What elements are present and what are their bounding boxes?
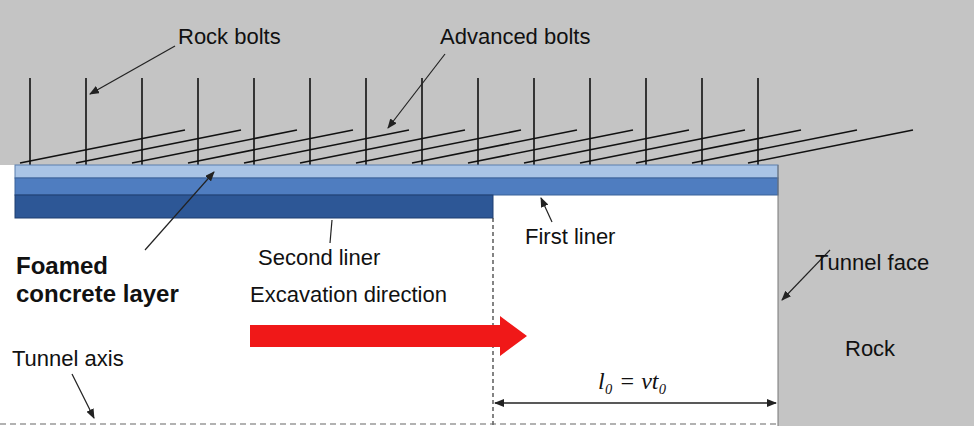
part-label: Second liner [258,245,380,270]
axis-label: Tunnel axis [12,346,124,371]
advanced-bolt [748,130,913,163]
tunnel-space [0,165,778,426]
rock-bolt [309,78,311,165]
dimension-label: l₀ = vt₀ [598,368,667,396]
foamed-concrete-band [15,165,778,178]
leader-line [145,172,214,250]
part-label: Tunnel face [815,250,929,275]
direction-label: Excavation direction [250,282,447,307]
region-label: Rock [845,336,895,361]
rock-bolt [365,78,367,165]
leader-line [388,54,445,128]
rock-bolt [533,78,535,165]
part-label: Rock bolts [178,24,281,49]
part-label: Foamed concrete layer [16,252,196,307]
leader-line [330,220,332,243]
rock-bolt [589,78,591,165]
first-liner-band [15,178,778,195]
rock-bolt [757,78,759,165]
tunnel-axis-line [0,423,778,424]
rock-bolt [477,78,479,165]
tunnel-face-line [778,165,779,426]
rock-bolt [85,78,87,165]
rock-bolt [29,78,31,165]
rock-bolt [141,78,143,165]
rock-bolt [197,78,199,165]
leader-line [541,198,552,222]
leader-line [72,374,94,418]
part-label: First liner [525,224,615,249]
rock-bolt [701,78,703,165]
part-label: Advanced bolts [440,24,590,49]
rock-bolt [253,78,255,165]
rock-bolt [645,78,647,165]
dimension-line [495,402,776,403]
second-liner-band [15,195,493,218]
bolts [20,78,913,165]
excavation-arrow [250,316,527,356]
rock-bolt [421,78,423,165]
leader-line [90,46,175,94]
liner-end-line [492,218,493,426]
